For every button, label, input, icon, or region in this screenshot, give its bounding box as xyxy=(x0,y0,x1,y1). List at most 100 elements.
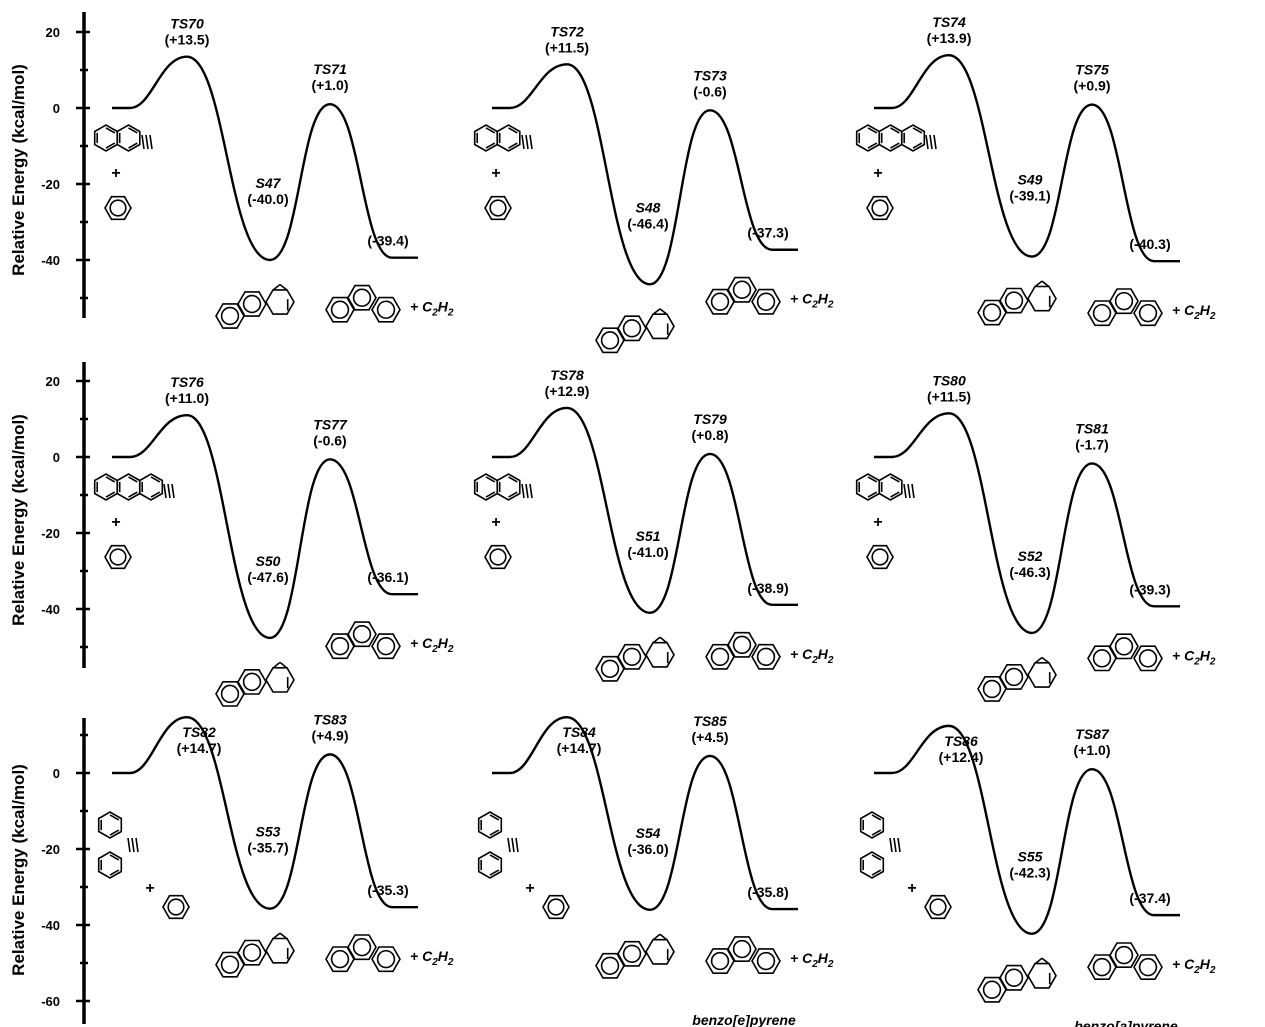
triple-bond xyxy=(911,483,915,499)
bridge-ring xyxy=(645,313,675,340)
ring-aromatic-circle xyxy=(376,949,396,969)
triple-bond xyxy=(903,483,907,499)
ring-aromatic-circle xyxy=(489,548,507,566)
ts1-energy: (+14.7) xyxy=(557,740,602,756)
ring-aromatic-circle xyxy=(547,898,565,916)
double-bond xyxy=(912,142,923,149)
energy-curve xyxy=(874,53,1180,263)
triple-bond xyxy=(149,134,153,150)
product-energy: (-37.3) xyxy=(747,225,788,241)
energy-curve xyxy=(112,715,418,910)
ring-aromatic-circle xyxy=(1004,968,1024,987)
c2h2-label: + C2H2 xyxy=(790,291,834,311)
energy-profile: TS86(+12.4)TS87(+1.0)S55(-42.3)(-37.4)++… xyxy=(859,724,1216,1027)
ts1-energy: (+13.5) xyxy=(165,32,210,48)
ring-hexagon xyxy=(977,299,1007,326)
ts2-label: TS87 xyxy=(1075,726,1110,742)
ts1-label: TS74 xyxy=(932,14,966,30)
reactant-structure: + xyxy=(855,124,937,221)
product-structure: + C2H2 xyxy=(1087,942,1216,981)
reactant-structure: + xyxy=(93,124,153,221)
plus-sign: + xyxy=(525,880,534,897)
ring-hexagon xyxy=(1133,954,1163,981)
ring-hexagon xyxy=(1087,645,1117,672)
double-bond xyxy=(128,476,138,483)
reactant-structure: + xyxy=(473,473,533,570)
energy-curve xyxy=(112,55,418,262)
reactant-structure: + xyxy=(97,811,190,920)
double-bond xyxy=(150,476,161,483)
bridge-bond xyxy=(659,933,668,941)
intermediate-energy: (-46.4) xyxy=(627,215,668,231)
ring-hexagon xyxy=(116,124,141,152)
bridge-ring xyxy=(1027,661,1057,688)
ring-hexagon xyxy=(999,663,1029,690)
energy-curve xyxy=(112,413,418,640)
ring-aromatic-circle xyxy=(756,292,776,311)
double-bond xyxy=(890,142,900,149)
ring-aromatic-circle xyxy=(982,679,1002,699)
ring-hexagon xyxy=(237,668,267,695)
reactant-structure: + xyxy=(855,473,915,570)
ring-aromatic-circle xyxy=(109,199,127,217)
intermediate-energy: (-36.0) xyxy=(627,841,668,857)
ring-hexagon xyxy=(999,964,1029,991)
ring-hexagon xyxy=(325,633,355,660)
ring-aromatic-circle xyxy=(871,199,889,217)
triple-bond xyxy=(907,483,911,499)
ring-aromatic-circle xyxy=(622,647,642,666)
triple-bond xyxy=(929,134,933,150)
ring-aromatic-circle xyxy=(732,939,752,959)
double-bond xyxy=(109,829,120,836)
double-bond xyxy=(150,491,161,498)
intermediate-label: S52 xyxy=(1018,548,1043,564)
ring-hexagon xyxy=(866,544,894,570)
triple-bond xyxy=(521,134,525,150)
y-tick-label: 0 xyxy=(53,101,60,116)
ts2-energy: (+0.9) xyxy=(1074,78,1111,94)
ring-aromatic-circle xyxy=(982,303,1002,322)
intermediate-energy: (-42.3) xyxy=(1009,865,1050,881)
ring-hexagon xyxy=(347,284,377,311)
double-bond xyxy=(485,142,496,149)
ts1-energy: (+11.5) xyxy=(927,388,971,404)
product-structure: + C2H2 xyxy=(705,936,834,975)
intermediate-label: S47 xyxy=(256,175,282,191)
bridge-bond xyxy=(652,636,661,644)
double-bond xyxy=(128,127,138,134)
bridge-bond xyxy=(659,636,668,644)
triple-bond xyxy=(897,837,901,853)
y-tick-label: 20 xyxy=(46,374,60,389)
ring-hexagon xyxy=(1133,300,1163,327)
bridge-bond xyxy=(1034,957,1043,965)
double-bond xyxy=(508,127,518,134)
ring-hexagon xyxy=(138,473,164,501)
ts1-label: TS76 xyxy=(170,374,204,390)
reactant-structure: + xyxy=(473,124,533,221)
intermediate-energy: (-39.1) xyxy=(1009,188,1050,204)
intermediate-structure xyxy=(977,280,1057,326)
bridge-bond xyxy=(272,283,281,291)
ring-aromatic-circle xyxy=(1092,303,1112,323)
energy-curve xyxy=(492,406,798,615)
double-bond xyxy=(485,491,496,498)
c2h2-label: + C2H2 xyxy=(1172,647,1216,667)
triple-bond xyxy=(171,483,175,499)
ring-hexagon xyxy=(1133,645,1163,672)
ring-aromatic-circle xyxy=(1138,303,1158,323)
ring-hexagon xyxy=(595,655,625,682)
ring-aromatic-circle xyxy=(1092,957,1112,977)
ts1-label: TS72 xyxy=(550,23,584,39)
ring-aromatic-circle xyxy=(220,306,240,326)
double-bond xyxy=(912,127,923,134)
ring-aromatic-circle xyxy=(242,943,262,962)
ring-hexagon xyxy=(347,934,377,961)
product-energy: (-38.9) xyxy=(747,580,788,596)
y-tick-label: 20 xyxy=(46,25,60,40)
ring-hexagon xyxy=(496,473,521,501)
triple-bond xyxy=(507,837,511,853)
ring-hexagon xyxy=(1109,288,1139,315)
ring-hexagon xyxy=(237,939,267,966)
product-name: benzo[a]pyrene xyxy=(1074,1018,1178,1027)
double-bond xyxy=(489,854,500,861)
